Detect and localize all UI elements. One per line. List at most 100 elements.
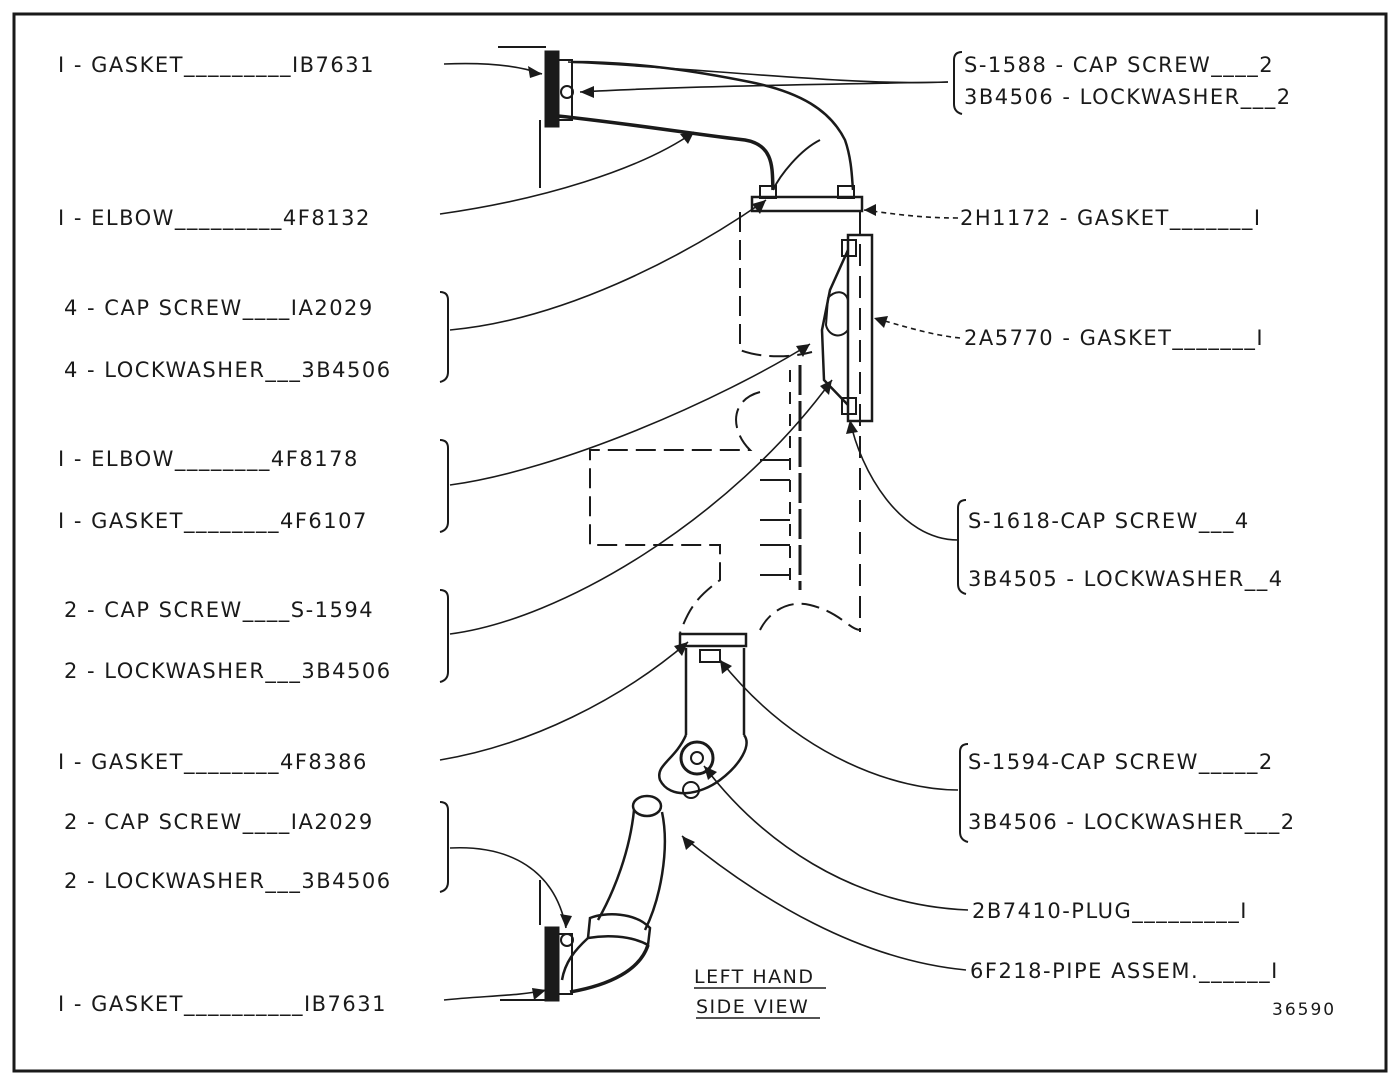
arrow-head bbox=[704, 766, 717, 780]
lower-elbow-port-hole bbox=[690, 751, 704, 765]
top-flange-plate bbox=[557, 59, 573, 121]
label-lockwasher-3b4506: 2 - LOCKWASHER___3B4506 bbox=[64, 659, 392, 684]
caption-line-2: SIDE VIEW bbox=[696, 996, 809, 1018]
leader-line bbox=[449, 343, 811, 486]
label-lockwasher-3b4506: 2 - LOCKWASHER___3B4506 bbox=[64, 869, 392, 894]
arrow-head bbox=[532, 988, 546, 1000]
lower-elbow-bend bbox=[657, 734, 748, 795]
bracket-left bbox=[439, 801, 449, 893]
leader-line bbox=[449, 379, 833, 635]
pipe-clamp bbox=[586, 913, 652, 947]
body-phantom bbox=[589, 391, 761, 634]
label-cap-screw-s1594: 2 - CAP SCREW____S-1594 bbox=[64, 598, 374, 623]
bottom-flange-bolt bbox=[560, 933, 574, 947]
leader-line bbox=[873, 317, 961, 339]
label-lockwasher-3b4506: 4 - LOCKWASHER___3B4506 bbox=[64, 358, 392, 383]
arrow-head bbox=[560, 914, 572, 928]
arrow-head bbox=[796, 344, 810, 357]
label-lockwasher-3b4505: 3B4505 - LOCKWASHER__4 bbox=[968, 567, 1284, 592]
leader-line bbox=[439, 131, 695, 215]
arrow-head bbox=[680, 132, 694, 144]
bottom-flange-plate bbox=[557, 933, 573, 995]
right-labels: S-1588 - CAP SCREW____2 3B4506 - LOCKWAS… bbox=[960, 53, 1296, 984]
leader-line bbox=[567, 61, 949, 84]
arrow-head bbox=[720, 660, 732, 674]
lower-flange-nut bbox=[699, 649, 721, 663]
upper-elbow-inner bbox=[772, 139, 821, 191]
upper-elbow-bottom bbox=[557, 114, 775, 191]
left-labels: I - GASKET_________IB7631 I - ELBOW_____… bbox=[58, 53, 392, 1017]
pipe-lower-right bbox=[569, 944, 650, 994]
pipe-right-edge bbox=[643, 811, 667, 931]
upper-elbow-top bbox=[571, 60, 855, 191]
side-bolt-bottom bbox=[841, 397, 857, 415]
label-lockwasher-3b4506: 3B4506 - LOCKWASHER___2 bbox=[964, 85, 1292, 110]
caption-line-1: LEFT HAND bbox=[694, 966, 814, 988]
arrow-head bbox=[752, 200, 766, 214]
pipe-left-edge bbox=[596, 809, 636, 921]
leader-line bbox=[579, 81, 949, 93]
bracket-right bbox=[953, 51, 963, 115]
label-elbow-4f8132: I - ELBOW_________4F8132 bbox=[58, 206, 371, 231]
leader-lines bbox=[439, 61, 969, 1001]
side-bolt-top bbox=[841, 239, 857, 257]
figure-number: 36590 bbox=[1272, 1000, 1336, 1020]
arrow-head bbox=[580, 86, 594, 98]
leader-line bbox=[443, 989, 547, 1001]
label-gasket-4f6107: I - GASKET________4F6107 bbox=[58, 509, 368, 534]
label-cap-screw-s1588: S-1588 - CAP SCREW____2 bbox=[964, 53, 1274, 78]
label-gasket-ib7631-bottom: I - GASKET__________IB7631 bbox=[58, 992, 387, 1017]
elbow-flange-nut bbox=[837, 185, 855, 199]
leader-line bbox=[449, 846, 567, 929]
label-plug-2b7410: 2B7410-PLUG_________I bbox=[972, 899, 1248, 924]
label-gasket-2a5770: 2A5770 - GASKET_______I bbox=[964, 326, 1264, 351]
side-bracket bbox=[820, 249, 850, 406]
plug bbox=[682, 781, 700, 799]
label-pipe-assem-6f218: 6F218-PIPE ASSEM.______I bbox=[970, 959, 1279, 984]
arrow-head bbox=[674, 642, 688, 656]
manifold-drawing bbox=[498, 46, 874, 1002]
label-cap-screw-s1618: S-1618-CAP SCREW___4 bbox=[968, 509, 1250, 534]
leader-line bbox=[863, 209, 959, 219]
label-cap-screw-s1594: S-1594-CAP SCREW_____2 bbox=[968, 750, 1274, 775]
label-lockwasher-3b4506: 3B4506 - LOCKWASHER___2 bbox=[968, 810, 1296, 835]
arrow-head bbox=[846, 420, 858, 434]
bracket-right bbox=[959, 743, 969, 843]
elbow-flange bbox=[750, 195, 864, 213]
top-flange bbox=[544, 50, 560, 128]
label-cap-screw-ia2029: 4 - CAP SCREW____IA2029 bbox=[64, 296, 374, 321]
leader-line bbox=[719, 659, 959, 791]
lower-elbow-body bbox=[684, 648, 746, 735]
body-phantom bbox=[739, 212, 813, 358]
lower-elbow-port bbox=[679, 740, 715, 776]
arrow-head bbox=[874, 316, 888, 328]
group-brackets bbox=[439, 51, 969, 893]
pipe-top-end bbox=[631, 794, 663, 818]
view-caption: LEFT HAND SIDE VIEW bbox=[694, 966, 826, 1019]
lower-flange bbox=[678, 632, 748, 648]
label-gasket-2h1172: 2H1172 - GASKET_______I bbox=[960, 206, 1262, 231]
leader-line bbox=[681, 835, 967, 971]
label-elbow-4f8178: I - ELBOW________4F8178 bbox=[58, 447, 359, 472]
leader-line bbox=[703, 765, 969, 911]
label-gasket-4f8386: I - GASKET________4F8386 bbox=[58, 750, 368, 775]
body-rib bbox=[760, 459, 790, 576]
leader-line bbox=[849, 419, 959, 541]
leader-line bbox=[439, 641, 689, 761]
arrow-head bbox=[528, 66, 542, 78]
pipe-lower-left bbox=[560, 937, 589, 981]
bracket-left bbox=[439, 439, 449, 533]
elbow-flange-nut bbox=[759, 185, 777, 199]
bottom-flange bbox=[544, 926, 560, 1002]
side-bracket-boss bbox=[824, 291, 849, 337]
arrow-head bbox=[682, 836, 695, 850]
arrow-heads bbox=[528, 66, 888, 1000]
label-gasket-ib7631-top: I - GASKET_________IB7631 bbox=[58, 53, 375, 78]
arrow-head bbox=[864, 204, 876, 216]
diagram-border bbox=[12, 12, 1388, 1073]
body-phantom bbox=[759, 602, 861, 631]
arrow-head bbox=[820, 380, 832, 395]
bracket-left bbox=[439, 291, 449, 383]
